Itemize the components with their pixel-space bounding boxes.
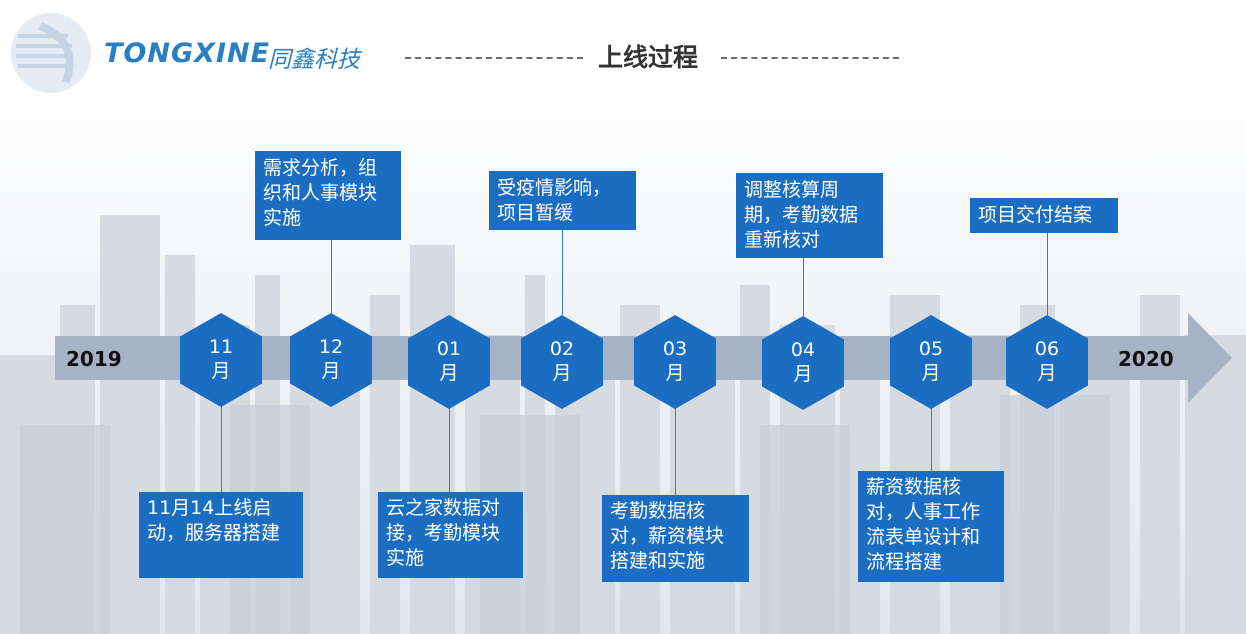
title-divider-right bbox=[721, 57, 899, 59]
event-box-feb: 受疫情影响，项目暂缓 bbox=[489, 171, 636, 230]
brand-name: TONGXINE bbox=[104, 38, 271, 69]
title-divider-left bbox=[405, 57, 583, 59]
month-unit: 月 bbox=[793, 363, 813, 385]
month-number: 12 bbox=[318, 336, 344, 358]
tongxine-logo-icon bbox=[11, 13, 91, 93]
end-year: 2020 bbox=[1118, 347, 1174, 371]
month-unit: 月 bbox=[921, 362, 941, 384]
month-unit: 月 bbox=[1037, 362, 1057, 384]
event-box-apr: 调整核算周期，考勤数据重新核对 bbox=[736, 173, 883, 258]
event-box-jan: 云之家数据对接，考勤模块实施 bbox=[378, 492, 523, 578]
month-unit: 月 bbox=[665, 362, 685, 384]
month-unit: 月 bbox=[439, 362, 459, 384]
month-number: 11 bbox=[208, 336, 234, 358]
event-box-nov: 11月14上线启动，服务器搭建 bbox=[139, 492, 303, 578]
event-box-jun: 项目交付结案 bbox=[970, 198, 1118, 233]
connector-line bbox=[449, 405, 450, 492]
month-unit: 月 bbox=[211, 360, 231, 382]
month-number: 02 bbox=[549, 338, 575, 360]
month-unit: 月 bbox=[321, 360, 341, 382]
event-box-mar: 考勤数据核对，薪资模块搭建和实施 bbox=[602, 495, 749, 582]
connector-line bbox=[331, 240, 332, 313]
connector-line bbox=[1047, 233, 1048, 315]
month-hexagon-05: 05 月 bbox=[890, 315, 972, 409]
month-number: 06 bbox=[1034, 338, 1060, 360]
month-hexagon-03: 03 月 bbox=[634, 315, 716, 409]
brand-name-cn: 同鑫科技 bbox=[268, 47, 360, 73]
month-number: 03 bbox=[662, 338, 688, 360]
month-number: 04 bbox=[790, 339, 816, 361]
connector-line bbox=[931, 405, 932, 471]
month-number: 05 bbox=[918, 338, 944, 360]
connector-line bbox=[675, 405, 676, 495]
connector-line bbox=[562, 230, 563, 315]
page-title: 上线过程 bbox=[598, 43, 699, 72]
month-number: 01 bbox=[436, 338, 462, 360]
timeline-arrow-icon bbox=[1188, 313, 1232, 403]
connector-line bbox=[221, 405, 222, 492]
event-box-may: 薪资数据核对，人事工作流表单设计和流程搭建 bbox=[858, 471, 1004, 582]
event-box-dec: 需求分析，组织和人事模块实施 bbox=[255, 151, 401, 240]
month-hexagon-02: 02 月 bbox=[521, 315, 603, 409]
start-year: 2019 bbox=[66, 347, 122, 371]
month-unit: 月 bbox=[552, 362, 572, 384]
connector-line bbox=[803, 258, 804, 316]
month-hexagon-04: 04 月 bbox=[762, 316, 844, 410]
